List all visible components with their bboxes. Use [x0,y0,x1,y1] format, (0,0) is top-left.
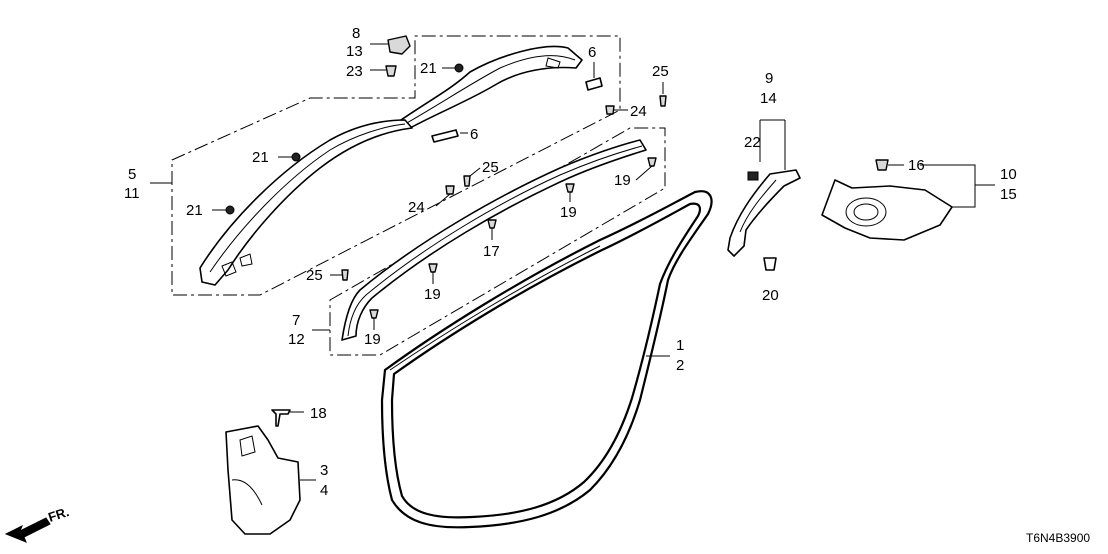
group-outline-5-11 [171,35,621,296]
callout-19: 19 [560,204,577,221]
callout-20: 20 [762,287,779,304]
callout-3: 3 [320,462,328,479]
front-kick-panel-hatch [231,435,263,506]
callout-21: 21 [420,60,437,77]
roof-molding [341,139,647,341]
leader-24 [435,193,451,207]
clip-17-icon [487,219,497,229]
callout-19: 19 [424,286,441,303]
callout-14: 14 [760,90,777,107]
front-pillar-garnish [199,119,413,286]
callout-4: 4 [320,482,328,499]
group-outline-7-12 [329,127,666,356]
clip-19-icon [428,263,438,273]
callout-21: 21 [186,202,203,219]
front-direction-label: FR. [46,504,71,525]
callout-9: 9 [765,70,773,87]
callout-19: 19 [614,172,631,189]
front-direction-arrow-icon [4,517,51,543]
callout-23: 23 [346,63,363,80]
speaker-grille [845,197,887,227]
clip-24-icon [445,185,455,195]
front-kick-panel [225,425,301,535]
leader-10-15 [920,164,995,208]
front-pillar-garnish-tab [221,253,253,277]
callout-19: 19 [364,331,381,348]
callout-6: 6 [588,44,596,61]
callout-17: 17 [483,243,500,260]
callout-21: 21 [252,149,269,166]
clip-6-icon [431,129,459,143]
callout-15: 15 [1000,186,1017,203]
clip-24-icon [605,105,615,115]
retainer-bracket-8-13 [387,35,411,55]
callout-18: 18 [310,405,327,422]
clip-19-icon [565,183,575,193]
clip-18-icon [271,409,291,427]
clip-21-icon [225,205,235,215]
callout-12: 12 [288,331,305,348]
callout-5: 5 [128,166,136,183]
callout-16: 16 [908,157,925,174]
upper-roof-garnish-tip [545,57,561,69]
door-opening-weatherstrip [380,190,713,529]
callout-2: 2 [676,357,684,374]
callout-25: 25 [306,267,323,284]
callout-22: 22 [744,134,761,151]
rear-side-trim [821,179,953,241]
clip-21-icon [291,152,301,162]
center-pillar-trim [727,169,801,257]
clip-22-icon [747,171,759,181]
screw-25-icon [659,95,667,107]
callout-10: 10 [1000,166,1017,183]
screw-20-icon [763,257,777,271]
leader-19 [635,165,653,181]
diagram-code: T6N4B3900 [1026,531,1090,545]
callout-13: 13 [346,43,363,60]
callout-25: 25 [482,159,499,176]
screw-25-icon [463,175,471,187]
clip-16-icon [875,159,889,171]
speaker-grille-inner [853,203,879,221]
door-opening-weatherstrip-hatch [389,245,601,371]
clip-19-icon [369,309,379,319]
callout-7: 7 [292,312,300,329]
center-pillar-trim-edge [739,179,777,233]
clip-19-icon [647,157,657,167]
upper-roof-garnish [397,45,583,129]
upper-roof-garnish-edge [404,55,576,125]
screw-23-icon [385,65,397,77]
callout-8: 8 [352,25,360,42]
screw-25-icon [341,269,349,281]
door-opening-weatherstrip-inner [390,202,701,519]
callout-25: 25 [652,63,669,80]
front-pillar-garnish-edge [209,123,406,273]
callout-1: 1 [676,337,684,354]
callout-24: 24 [630,103,647,120]
clip-6-icon [585,77,603,91]
callout-24: 24 [408,199,425,216]
leader-9-14 [759,119,786,170]
callout-6: 6 [470,126,478,143]
roof-molding-edge [347,145,643,337]
leader-25 [469,167,481,177]
callout-11: 11 [124,185,140,202]
clip-21-icon [454,63,464,73]
